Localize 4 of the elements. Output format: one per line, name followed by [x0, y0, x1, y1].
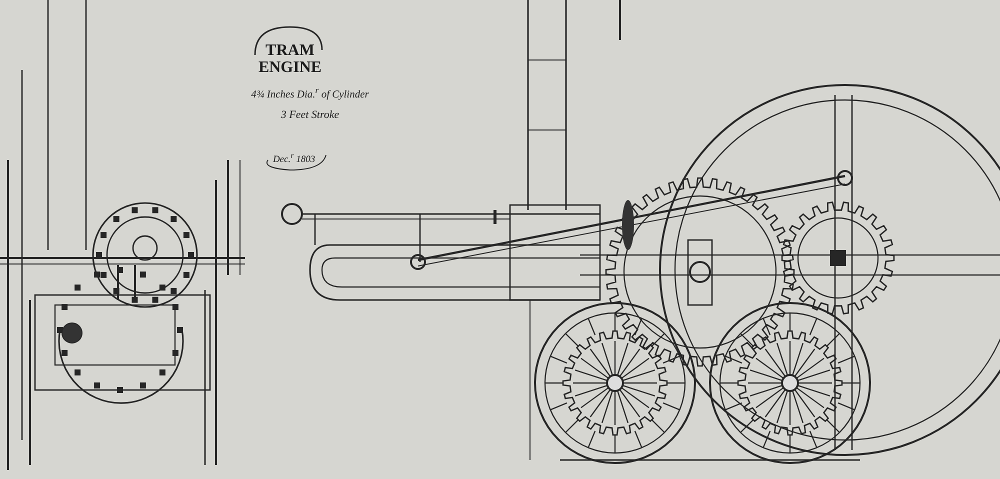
drawing-note: 3 Feet Stroke — [280, 110, 340, 122]
drawing-note: 4¾ Inches Dia.$^{r}$ of Cylinder — [250, 86, 370, 101]
drawing-note: Dec.$^{r}$ 1803 — [272, 152, 316, 166]
drawing-title: TRAM ENGINE — [257, 43, 323, 77]
